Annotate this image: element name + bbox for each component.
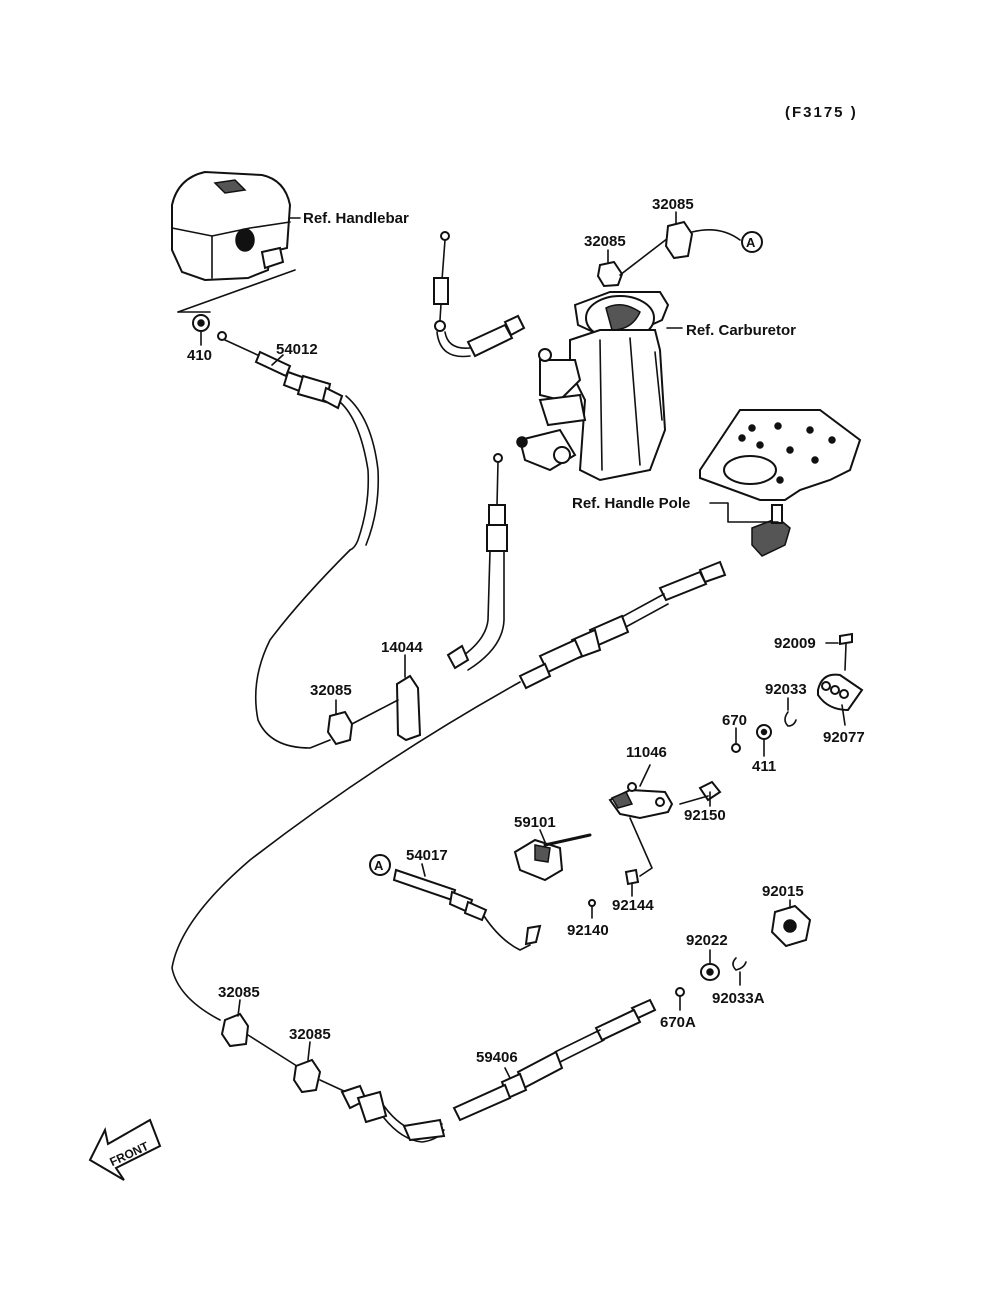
pin-92140 xyxy=(588,899,596,907)
grip-14044 xyxy=(395,674,422,742)
part-label-32085-top2: 32085 xyxy=(652,196,694,213)
part-label-410: 410 xyxy=(187,347,212,364)
part-label-32085-mid: 32085 xyxy=(310,682,352,699)
clip-32085-bottom-1 xyxy=(220,1012,250,1048)
callout-a-top xyxy=(741,231,763,253)
cable-59406 xyxy=(452,998,657,1122)
cable-54017 xyxy=(392,868,542,951)
lever-59101 xyxy=(513,833,592,882)
carburetor xyxy=(516,291,670,482)
throttle-cable-upper xyxy=(433,231,526,358)
front-arrow-icon: FRONT xyxy=(88,1118,162,1181)
handlebar-housing xyxy=(171,170,292,282)
ref-carburetor-label: Ref. Carburetor xyxy=(686,322,796,339)
part-label-32085-bot1: 32085 xyxy=(218,984,260,1001)
ring-670 xyxy=(731,743,741,753)
part-label-32085-bot2: 32085 xyxy=(289,1026,331,1043)
part-label-92015: 92015 xyxy=(762,883,804,900)
svg-text:A: A xyxy=(746,235,756,250)
part-label-92022: 92022 xyxy=(686,932,728,949)
ring-670a xyxy=(675,987,685,997)
ref-handle-pole-label: Ref. Handle Pole xyxy=(572,495,690,512)
cable-54012 xyxy=(217,331,380,749)
spring-92144 xyxy=(624,868,640,886)
throttle-cable-lower xyxy=(446,453,508,671)
clip-32085-mid xyxy=(326,710,354,746)
part-label-59101: 59101 xyxy=(514,814,556,831)
circlip-92033a xyxy=(732,957,747,971)
clip-32085-upper-1 xyxy=(596,260,624,288)
diagram-code: (F3175 ) xyxy=(785,104,858,121)
circlip-92033 xyxy=(784,711,797,727)
part-label-14044: 14044 xyxy=(381,639,423,656)
part-label-670a: 670A xyxy=(660,1014,696,1031)
bracket-11046 xyxy=(608,780,722,820)
long-cable xyxy=(171,560,727,1021)
part-label-92033: 92033 xyxy=(765,681,807,698)
svg-text:A: A xyxy=(374,858,384,873)
part-label-92077: 92077 xyxy=(823,729,865,746)
part-label-92140: 92140 xyxy=(567,922,609,939)
clip-32085-upper-2 xyxy=(664,220,694,260)
clip-32085-bottom-2 xyxy=(292,1058,322,1094)
cable-end-bottom xyxy=(340,1084,446,1143)
part-label-92033a: 92033A xyxy=(712,990,765,1007)
part-label-54012: 54012 xyxy=(276,341,318,358)
part-label-670: 670 xyxy=(722,712,747,729)
part-label-92009: 92009 xyxy=(774,635,816,652)
handlebar-leader xyxy=(177,269,296,313)
handle-pole-plate xyxy=(699,409,862,557)
part-label-32085-top1: 32085 xyxy=(584,233,626,250)
part-label-411: 411 xyxy=(752,758,776,775)
part-label-59406: 59406 xyxy=(476,1049,518,1066)
bolt-92009 xyxy=(839,632,853,671)
part-label-92150: 92150 xyxy=(684,807,726,824)
part-label-11046: 11046 xyxy=(626,744,667,761)
part-label-92144: 92144 xyxy=(612,897,654,914)
part-label-54017: 54017 xyxy=(406,847,448,864)
ref-handlebar-label: Ref. Handlebar xyxy=(303,210,409,227)
callout-a-mid xyxy=(369,854,391,876)
